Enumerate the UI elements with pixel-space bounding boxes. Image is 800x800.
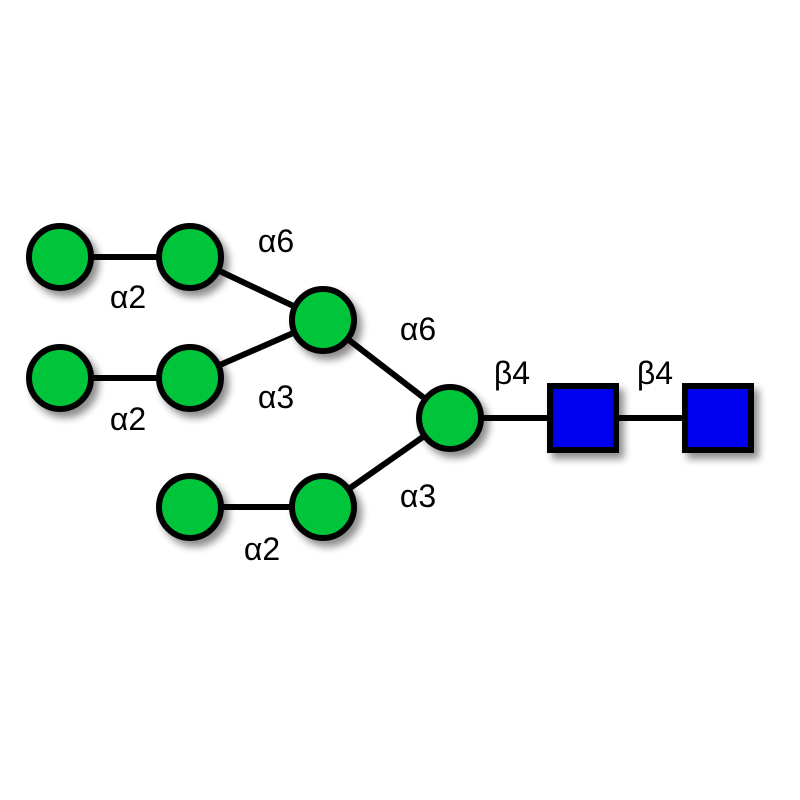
linkage-label: α2 — [244, 531, 280, 567]
mannose-circle-icon — [416, 384, 484, 452]
mannose-circle-icon — [156, 223, 224, 291]
mannose-circle-icon — [26, 223, 94, 291]
mannose-circle-icon — [26, 344, 94, 412]
glcnac-square-icon — [682, 383, 754, 453]
linkage-label: α2 — [110, 279, 146, 315]
glcnac-square-icon — [547, 383, 619, 453]
linkage-label: α3 — [400, 478, 436, 514]
linkage-label: α2 — [110, 401, 146, 437]
mannose-circle-icon — [289, 473, 357, 541]
linkage-label: β4 — [494, 355, 530, 391]
linkage-label: α6 — [400, 311, 436, 347]
mannose-circle-icon — [289, 286, 357, 354]
linkage-label: α3 — [258, 379, 294, 415]
mannose-circle-icon — [156, 473, 224, 541]
linkage-label: α6 — [258, 223, 294, 259]
mannose-circle-icon — [156, 344, 224, 412]
linkage-label: β4 — [637, 355, 673, 391]
